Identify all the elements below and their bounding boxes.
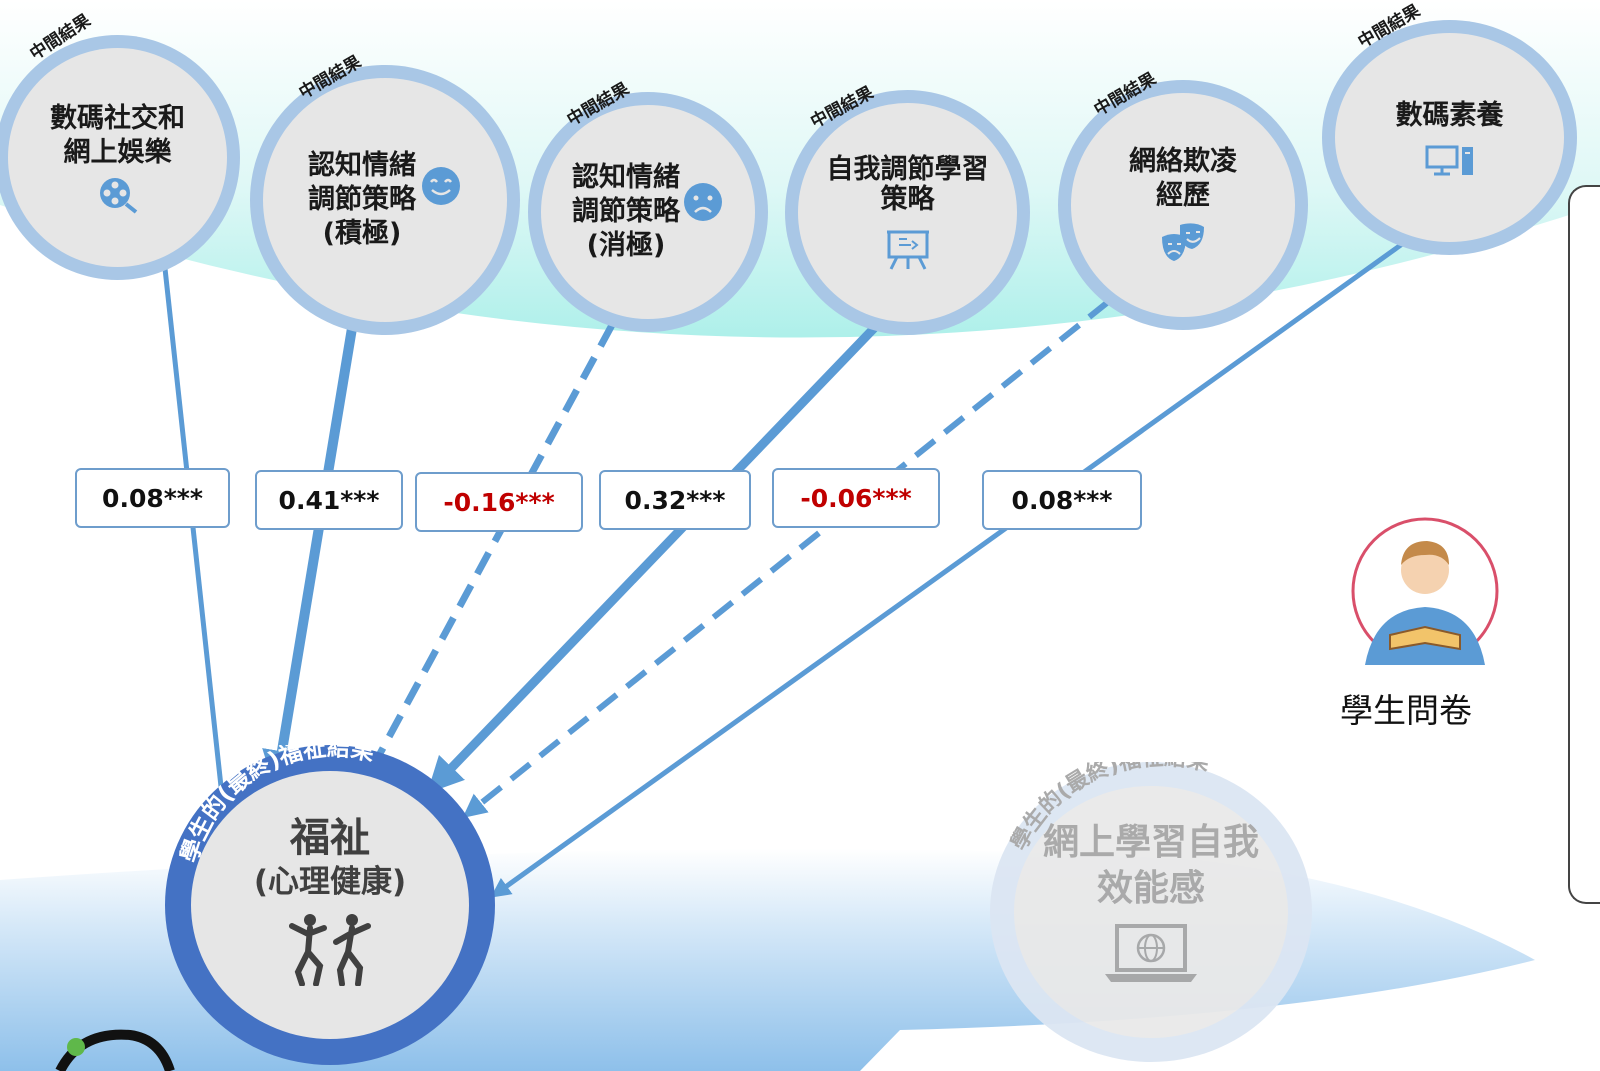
coefficient-box: 0.32***: [599, 470, 751, 530]
smiling-face-icon: [422, 167, 460, 205]
arrow-selfreg-to-wellbeing: [427, 318, 884, 794]
running-people-icon: [289, 914, 371, 986]
arrow-literacy-to-wellbeing: [490, 239, 1407, 898]
questionnaire-label: 學生問卷: [1340, 691, 1472, 730]
arrow-negative-to-wellbeing: [364, 323, 616, 782]
logo-partial: [55, 1029, 175, 1071]
theatre-masks-icon: [1162, 223, 1204, 261]
outcome-subtitle: (心理健康): [253, 864, 407, 900]
outcome-online-learning-efficacy: 網上學習自我 效能感 學生的(最終)福祉結果: [990, 762, 1312, 1062]
coefficient-box: 0.08***: [982, 470, 1142, 530]
node-label: 網絡欺凌 經歷: [1129, 146, 1237, 211]
outcome-title: 福祉: [290, 815, 370, 861]
coefficient-box: 0.41***: [255, 470, 403, 530]
node-label: 認知情緒 調節策略 (積極): [308, 150, 416, 249]
coefficient-box: -0.06***: [772, 468, 940, 528]
film-reel-search-icon: [99, 177, 137, 214]
node-cognitive-positive: 中間結果 認知情緒 調節策略 (積極): [250, 52, 520, 335]
student-reading-icon: [1351, 517, 1499, 665]
node-digital-social-entertainment: 中間結果 數碼社交和 網上娛樂: [0, 11, 240, 280]
node-cognitive-negative: 中間結果 認知情緒 調節策略 (消極): [528, 79, 768, 332]
node-self-regulated-learning: 中間結果 自我調節學習 策略: [785, 83, 1030, 335]
outcome-title: 網上學習自我 效能感: [1042, 822, 1259, 909]
laptop-globe-icon: [1105, 924, 1197, 982]
computer-icon: [1425, 145, 1473, 175]
svg-text:學生的(最終)福祉結果: 學生的(最終)福祉結果: [176, 745, 377, 866]
side-panel-edge: [1568, 185, 1600, 904]
coefficient-box: 0.08***: [75, 468, 230, 528]
outcome-arc-tag: 學生的(最終)福祉結果: [176, 745, 377, 866]
arrow-positive-to-wellbeing: [262, 291, 363, 791]
outcome-wellbeing: 福祉 (心理健康) 學生的(最終)福祉結果: [165, 745, 495, 1065]
node-label: 自我調節學習 策略: [826, 153, 989, 215]
presentation-board-icon: [886, 230, 929, 270]
final-tag-faded: 學生的(最終)福祉結果: [1006, 762, 1211, 855]
outcome-arc-tag: 學生的(最終)福祉結果: [1006, 762, 1211, 855]
sad-face-icon: [684, 183, 722, 221]
node-label: 認知情緒 調節策略 (消極): [572, 162, 680, 261]
node-digital-literacy: 中間結果 數碼素養: [1322, 1, 1577, 255]
node-label: 數碼社交和 網上娛樂: [50, 102, 185, 168]
final-tag-main: 學生的(最終)福祉結果: [176, 745, 377, 866]
arrow-cyberbully-to-wellbeing: [462, 299, 1110, 818]
coefficient-box: -0.16***: [415, 472, 583, 532]
node-cyberbullying-experience: 中間結果 網絡欺凌 經歷: [1058, 69, 1308, 330]
node-label: 數碼素養: [1395, 99, 1504, 131]
svg-text:學生的(最終)福祉結果: 學生的(最終)福祉結果: [1006, 762, 1211, 855]
